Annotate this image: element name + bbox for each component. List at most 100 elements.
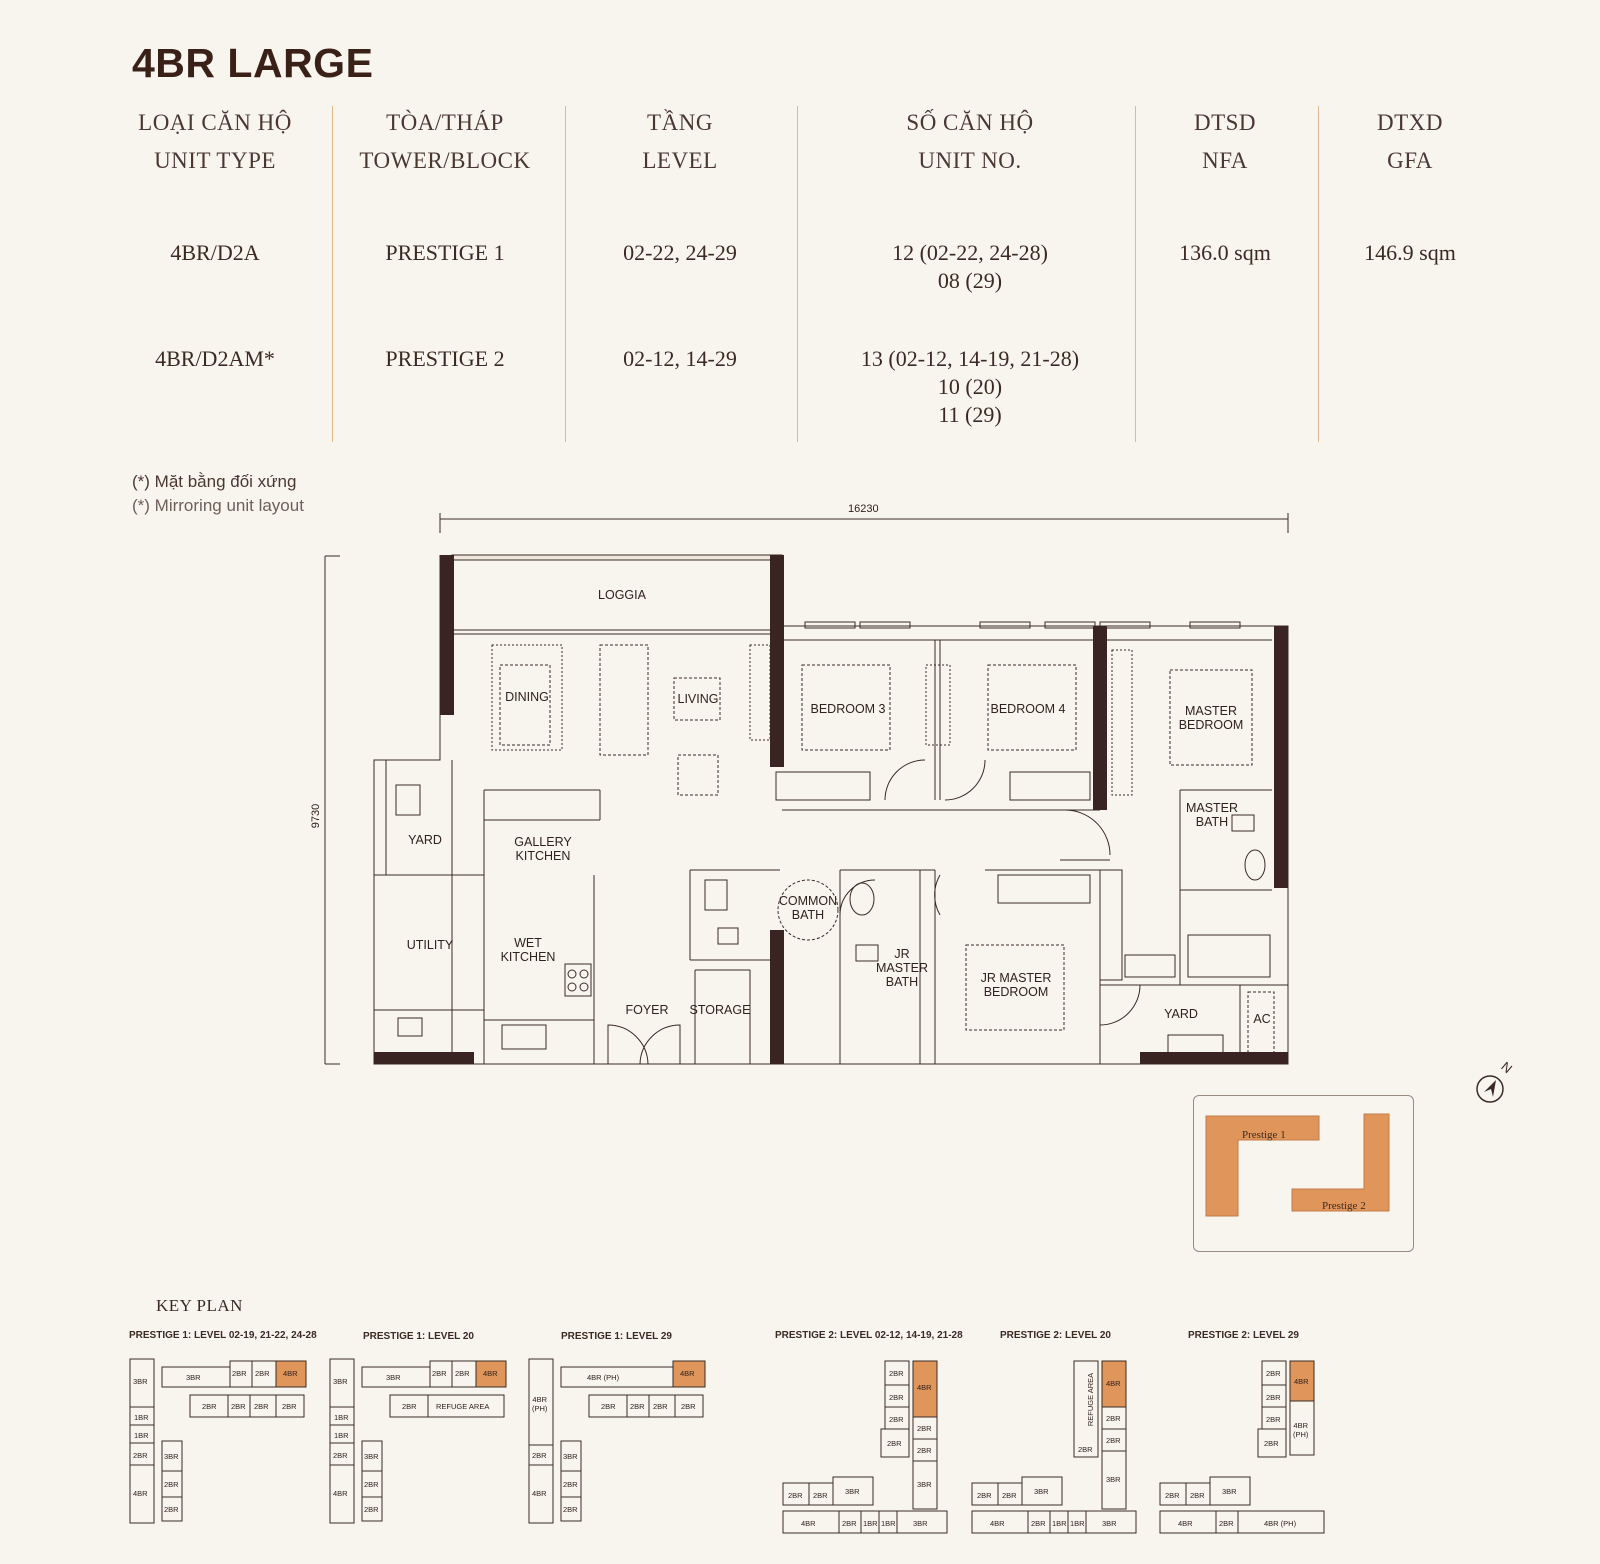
kp-unit-label: 2BR [231,1402,246,1411]
kp-unit-label: 2BR [164,1480,179,1489]
unit-no-line: 13 (02-12, 14-19, 21-28) [860,346,1080,371]
kp-unit-label: 2BR [202,1402,217,1411]
kp-unit-label: 3BR [1034,1487,1049,1496]
key-plan-title: PRESTIGE 1: LEVEL 20 [363,1331,474,1342]
north-arrow-icon [1472,1062,1516,1106]
column-divider [797,106,798,442]
room-bedroom-4: BEDROOM 4 [990,702,1066,716]
kp-unit-label: 2BR [889,1369,904,1378]
room-loggia: LOGGIA [598,588,646,602]
row2-unit-no: 13 (02-12, 14-19, 21-28) 10 (20) 11 (29) [820,345,1120,429]
header-vi: TẦNG [647,110,713,135]
kp-unit-label: 3BR [133,1377,148,1386]
kp-unit-label: 2BR [842,1519,857,1528]
room-label-line: JR [894,947,910,961]
site-label-prestige-1: Prestige 1 [1242,1129,1286,1141]
site-plan: Prestige 1 Prestige 2 [1193,1095,1414,1252]
kp-unit-label: 2BR [1266,1393,1281,1402]
kp-unit-label: 2BR [601,1402,616,1411]
kp-unit-label: 1BR [134,1431,149,1440]
kp-unit-label: 2BR [364,1505,379,1514]
kp-unit-label: 2BR [788,1491,803,1500]
room-living: LIVING [677,692,719,706]
key-plan-3: 4BR (PH) 2BR 4BR 3BR 2BR 2BR 4BR (PH) 4B… [527,1357,707,1527]
kp-unit-label: 4BR [1106,1379,1121,1388]
column-divider [565,106,566,442]
room-utility: UTILITY [406,938,454,952]
unit-no-line: 10 (20) [937,374,1003,399]
room-storage: STORAGE [689,1003,751,1017]
key-plan-title: PRESTIGE 2: LEVEL 02-12, 14-19, 21-28 [775,1330,963,1341]
kp-unit-label: 4BR [1294,1377,1309,1386]
kp-unit-label: 2BR [681,1402,696,1411]
kp-unit-label: 1BR [863,1519,878,1528]
kp-unit-label: 3BR [845,1487,860,1496]
kp-unit-label-line: 4BR [532,1395,547,1404]
kp-unit-label: 4BR [532,1489,547,1498]
height-dimension: 9730 [310,803,323,829]
kp-unit-label: 2BR [333,1451,348,1460]
kp-unit-label: 2BR [813,1491,828,1500]
page-title: 4BR LARGE [132,40,374,86]
kp-unit-label: 1BR [1052,1519,1067,1528]
kp-unit-label: 2BR [432,1369,447,1378]
kp-unit-label: 2BR [133,1451,148,1460]
room-jr-master-bedroom: JR MASTER BEDROOM [981,971,1052,999]
header-en: TOWER/BLOCK [359,148,531,173]
kp-unit-label: 2BR [402,1402,417,1411]
room-master-bedroom: MASTER BEDROOM [1179,704,1244,732]
row1-tower: PRESTIGE 1 [385,240,505,265]
kp-unit-label: 2BR [1031,1519,1046,1528]
header-nfa: DTSD NFA [1145,104,1305,180]
kp-unit-label: 1BR [334,1413,349,1422]
kp-unit-label: 2BR [1219,1519,1234,1528]
room-label-line: COMMON [778,894,838,908]
room-common-bath: COMMON BATH [779,894,837,922]
kp-unit-label: 3BR [1102,1519,1117,1528]
room-label-line: MASTER [1185,801,1239,815]
kp-unit-label: 2BR [889,1393,904,1402]
room-label-line: KITCHEN [500,950,556,964]
room-yard-right: YARD [1164,1007,1198,1021]
key-plan-title: PRESTIGE 1: LEVEL 29 [561,1331,672,1342]
kp-unit-label: 2BR [1106,1436,1121,1445]
kp-unit-label: 4BR [133,1489,148,1498]
kp-unit-label-line: 4BR [1293,1421,1308,1430]
header-vi: DTXD [1377,110,1443,135]
key-plan-title: PRESTIGE 1: LEVEL 02-19, 21-22, 24-28 [129,1330,317,1341]
kp-unit-label: 4BR [483,1369,498,1378]
kp-unit-label: 3BR [1106,1475,1121,1484]
kp-unit-label: 4BR [333,1489,348,1498]
room-gallery-kitchen: GALLERY KITCHEN [514,835,571,863]
row2-unit-type: 4BR/D2AM* [155,346,275,371]
kp-unit-label: 2BR [563,1480,578,1489]
kp-unit-label: 4BR (PH) [1293,1421,1308,1439]
unit-no-line: 12 (02-22, 24-28) [892,240,1048,265]
kp-unit-label: 3BR [333,1377,348,1386]
row1-nfa: 136.0 sqm [1179,240,1271,265]
room-jr-master-bath: JR MASTER BATH [876,947,928,989]
header-en: NFA [1202,148,1248,173]
row1-unit-type: 4BR/D2A [170,240,260,265]
kp-unit-label: 3BR [563,1452,578,1461]
kp-unit-label: 2BR [1264,1439,1279,1448]
kp-unit-label: 2BR [1266,1369,1281,1378]
row1-gfa: 146.9 sqm [1364,240,1456,265]
kp-unit-label: 4BR (PH) [1264,1519,1297,1528]
header-vi: SỐ CĂN HỘ [906,110,1034,135]
kp-unit-label: 3BR [186,1373,201,1382]
header-en: UNIT TYPE [154,148,276,173]
site-label-prestige-2: Prestige 2 [1322,1200,1366,1212]
key-plan-2: 3BR 1BR 1BR 2BR 4BR 3BR 2BR 2BR 3BR 2BR … [328,1357,508,1527]
kp-unit-label-line: (PH) [1293,1430,1309,1439]
room-label-line: BATH [1195,815,1229,829]
site-plan-drawing [1205,1113,1390,1217]
key-plan-6: 2BR 2BR 2BR 2BR 4BR 4BR (PH) 2BR 2BR 3BR… [1158,1357,1328,1537]
kp-unit-label: 1BR [334,1431,349,1440]
kp-unit-label: 2BR [917,1446,932,1455]
kp-unit-label: 3BR [386,1373,401,1382]
kp-unit-label: 2BR [1078,1445,1093,1454]
kp-unit-label: 2BR [630,1402,645,1411]
key-plan-title: PRESTIGE 2: LEVEL 20 [1000,1330,1111,1341]
kp-unit-label: 2BR [653,1402,668,1411]
